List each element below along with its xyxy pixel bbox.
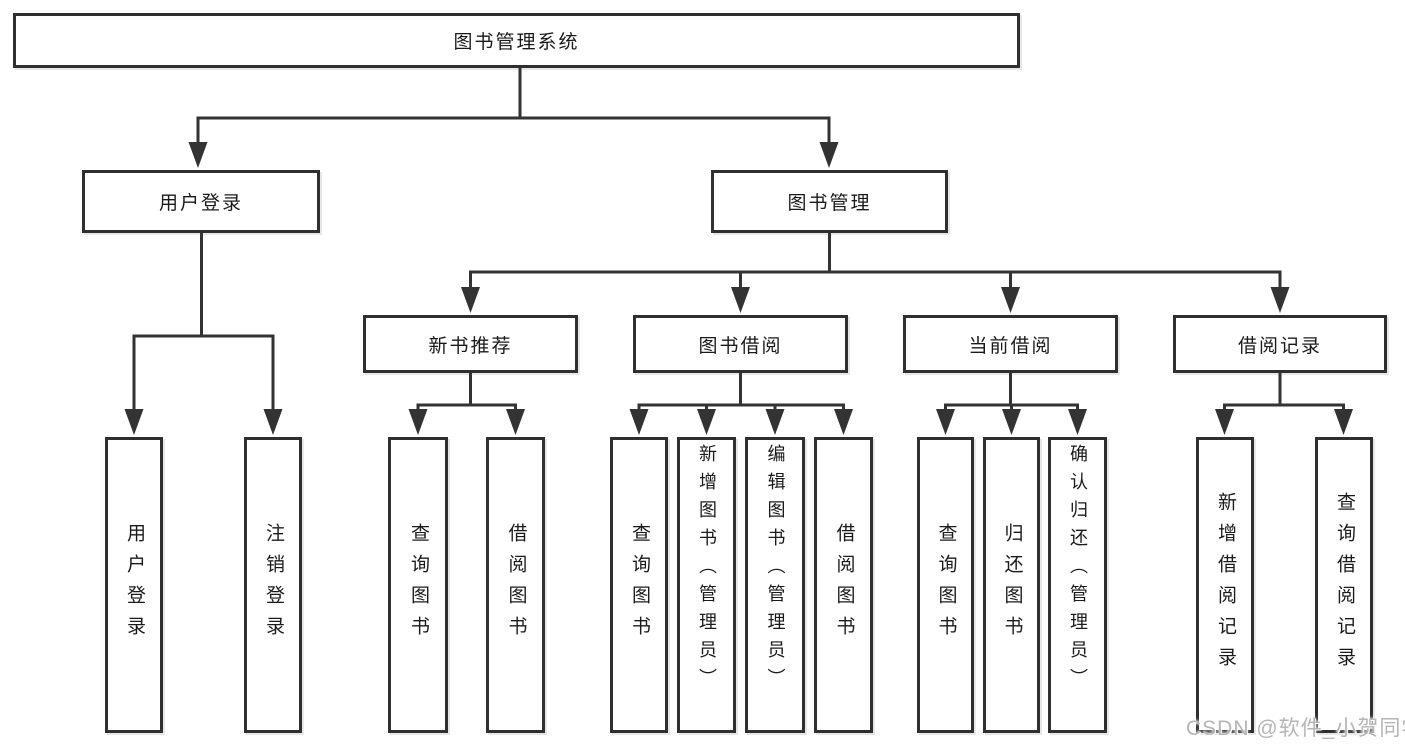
arrow-icon — [731, 287, 750, 313]
arrow-icon — [263, 409, 283, 435]
arrow-icon — [1215, 409, 1234, 435]
node-label: 用户登录 — [123, 523, 145, 647]
node-label: 新增图书（管理员） — [696, 444, 717, 696]
node-label: 新书推荐 — [428, 335, 513, 357]
node-label: 查询图书 — [628, 523, 650, 647]
node-leaf-add-book-admin: 新增图书（管理员） — [677, 437, 736, 733]
connector-book-borrowing — [637, 373, 845, 415]
node-leaf-logout: 注销登录 — [244, 437, 302, 733]
node-label: 查询借阅记录 — [1333, 492, 1355, 678]
node-leaf-borrow-books-1: 借阅图书 — [486, 437, 545, 733]
arrow-icon — [697, 409, 716, 435]
arrow-icon — [834, 409, 853, 435]
arrowheads — [124, 142, 1353, 435]
node-book-borrowing: 图书借阅 — [633, 315, 848, 373]
arrow-icon — [1334, 409, 1353, 435]
arrow-icon — [819, 142, 839, 168]
node-user-login-branch: 用户登录 — [82, 170, 320, 233]
node-label: 当前借阅 — [968, 335, 1053, 357]
node-book-management: 图书管理 — [711, 170, 948, 233]
node-library-management-system: 图书管理系统 — [13, 13, 1020, 68]
node-label: 新增借阅记录 — [1214, 492, 1236, 678]
arrow-icon — [936, 409, 955, 435]
arrow-icon — [461, 287, 480, 313]
node-leaf-borrow-books-2: 借阅图书 — [814, 437, 873, 733]
node-label: 编辑图书（管理员） — [765, 444, 786, 696]
node-label: 查询图书 — [407, 523, 429, 647]
arrow-icon — [1270, 287, 1290, 313]
node-current-borrowing: 当前借阅 — [903, 315, 1118, 373]
arrow-icon — [188, 142, 208, 168]
node-label: 借阅图书 — [833, 523, 855, 647]
connector-root — [196, 68, 831, 148]
node-leaf-confirm-return-admin: 确认归还（管理员） — [1048, 437, 1107, 733]
connector-book-management — [469, 233, 1282, 292]
arrow-icon — [1001, 287, 1020, 313]
arrow-icon — [1002, 409, 1021, 435]
node-label: 图书借阅 — [698, 335, 783, 357]
watermark: CSDN @软件_小贺同学 — [1186, 717, 1405, 740]
node-leaf-query-books-3: 查询图书 — [917, 437, 974, 733]
arrow-icon — [124, 409, 144, 435]
arrow-icon — [1068, 409, 1087, 435]
node-leaf-query-borrow-record: 查询借阅记录 — [1315, 437, 1373, 733]
connector-borrowing-records — [1223, 373, 1345, 415]
node-new-book-recommendation: 新书推荐 — [363, 315, 578, 373]
node-leaf-edit-book-admin: 编辑图书（管理员） — [745, 437, 805, 733]
node-label: 借阅记录 — [1237, 335, 1322, 357]
node-label: 归还图书 — [1001, 523, 1023, 647]
node-leaf-query-books-1: 查询图书 — [388, 437, 448, 733]
node-label: 借阅图书 — [505, 523, 527, 647]
node-label: 查询图书 — [935, 523, 957, 647]
arrow-icon — [765, 409, 785, 435]
node-leaf-return-books: 归还图书 — [983, 437, 1040, 733]
node-label: 确认归还（管理员） — [1067, 444, 1088, 696]
node-label: 注销登录 — [262, 523, 284, 647]
arrow-icon — [506, 409, 525, 435]
arrow-icon — [408, 409, 428, 435]
connector-current-borrowing — [944, 373, 1079, 415]
node-leaf-add-borrow-record: 新增借阅记录 — [1196, 437, 1254, 733]
node-leaf-user-login: 用户登录 — [105, 437, 163, 733]
node-label: 用户登录 — [158, 193, 243, 214]
connector-user-login — [132, 233, 275, 415]
node-leaf-query-books-2: 查询图书 — [610, 437, 668, 733]
connector-new-book-rec — [416, 373, 517, 415]
node-label: 图书管理系统 — [453, 32, 580, 53]
node-label: 图书管理 — [787, 193, 872, 214]
arrow-icon — [629, 409, 649, 435]
node-borrowing-records: 借阅记录 — [1173, 315, 1387, 373]
